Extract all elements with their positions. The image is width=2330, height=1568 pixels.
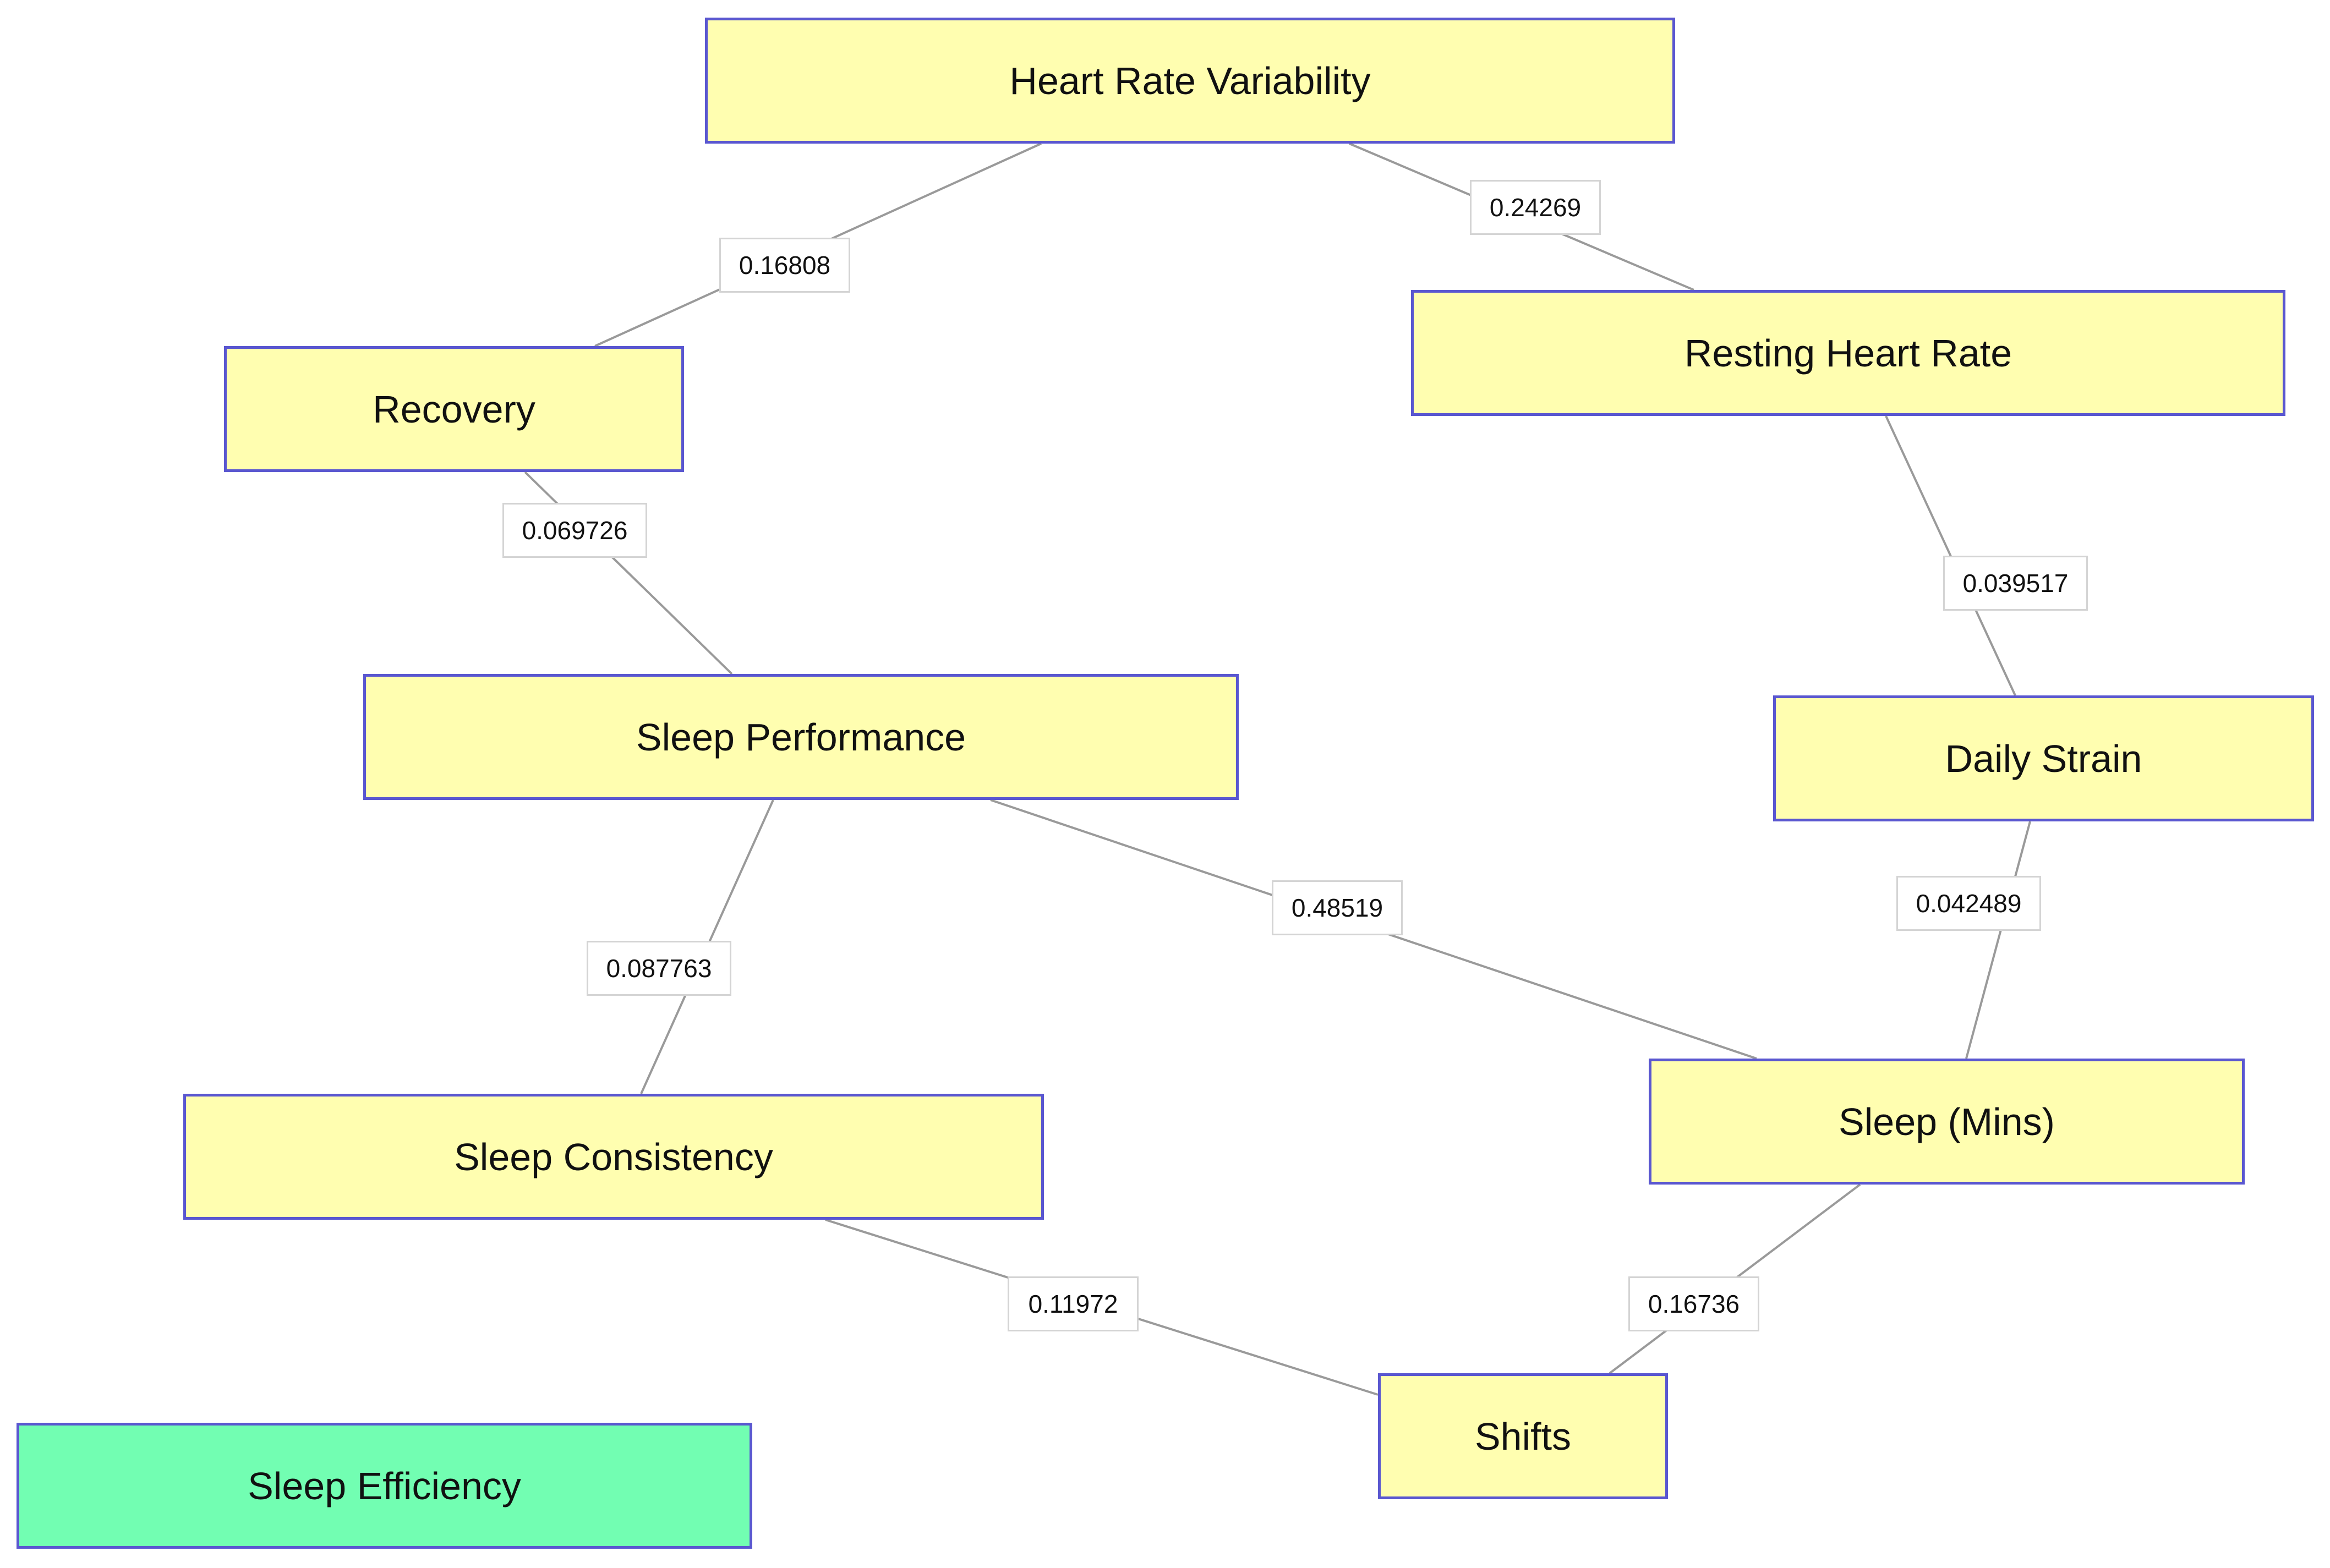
edge-label-rhr-daily-strain: 0.039517 (1943, 556, 2088, 611)
edge-label-daily-strain-sleep-mins: 0.042489 (1896, 876, 2041, 931)
node-sleep-consistency: Sleep Consistency (183, 1094, 1044, 1220)
node-sleep-efficiency: Sleep Efficiency (17, 1423, 752, 1549)
edge-label-sleep-performance-sleep-mins: 0.48519 (1272, 880, 1403, 935)
node-shifts: Shifts (1378, 1373, 1668, 1499)
edge-label-sleep-performance-sleep-consistency: 0.087763 (587, 941, 731, 996)
node-resting-heart-rate: Resting Heart Rate (1411, 290, 2285, 416)
node-heart-rate-variability: Heart Rate Variability (705, 18, 1675, 144)
node-sleep-mins: Sleep (Mins) (1649, 1059, 2245, 1185)
edge-label-sleep-mins-shifts: 0.16736 (1628, 1276, 1759, 1331)
edge-label-hrv-recovery: 0.16808 (719, 238, 850, 293)
node-sleep-performance: Sleep Performance (363, 674, 1239, 800)
edge-label-hrv-rhr: 0.24269 (1470, 180, 1601, 235)
edge-daily-strain-sleep-mins (1965, 821, 2031, 1059)
node-daily-strain: Daily Strain (1773, 695, 2314, 821)
edge-label-sleep-consistency-shifts: 0.11972 (1008, 1276, 1139, 1331)
edge-label-recovery-sleep-performance: 0.069726 (502, 503, 647, 558)
node-recovery: Recovery (224, 346, 684, 472)
